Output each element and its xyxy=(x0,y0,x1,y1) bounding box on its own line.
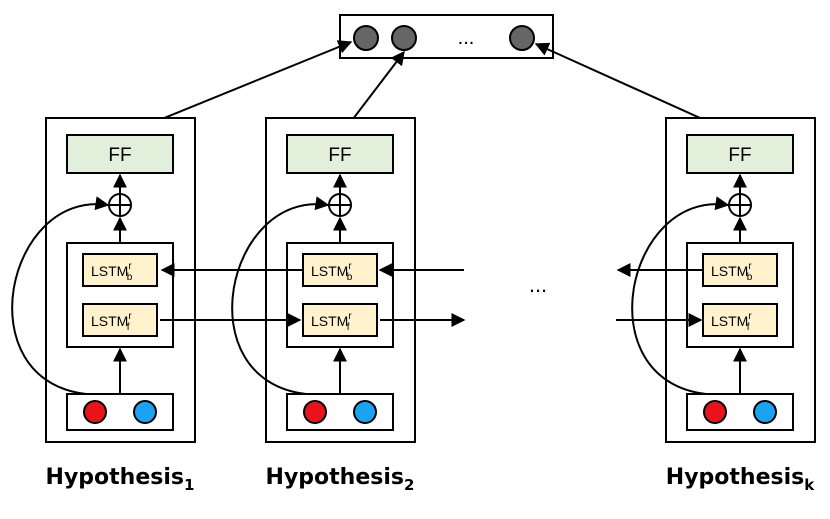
lstm-backward-label-superscript: r xyxy=(748,261,752,272)
input-node-blue xyxy=(353,400,377,424)
ff-label: FF xyxy=(728,145,751,166)
hypothesis-caption-subscript: k xyxy=(804,476,815,494)
ff-box xyxy=(686,134,794,174)
input-box xyxy=(66,393,174,431)
lstm-forward-label-subscript: f xyxy=(747,322,750,333)
lstm-backward-box xyxy=(702,253,778,287)
hypothesis-caption-main: Hypothesis xyxy=(266,465,404,490)
lstm-backward-label-subscript: b xyxy=(127,272,133,283)
lstm-backward-label-base: LSTM xyxy=(91,263,128,279)
output-ellipsis: ... xyxy=(458,27,475,49)
lstm-backward-label-base: LSTM xyxy=(711,263,748,279)
input-box xyxy=(286,393,394,431)
input-node-blue xyxy=(133,400,157,424)
lstm-forward-label-subscript: f xyxy=(347,322,350,333)
hypothesis-caption: Hypothesisk xyxy=(666,465,815,494)
hypothesis-caption-main: Hypothesis xyxy=(666,465,804,490)
ff-box xyxy=(286,134,394,174)
ff-label: FF xyxy=(328,145,351,166)
lstm-backward-box xyxy=(82,253,158,287)
lstm-forward-label-superscript: r xyxy=(128,311,132,322)
input-node-red xyxy=(303,400,327,424)
hypothesis-caption-subscript: 2 xyxy=(404,476,414,494)
input-node-red xyxy=(703,400,727,424)
input-box xyxy=(686,393,794,431)
input-node-blue xyxy=(753,400,777,424)
output-node-2 xyxy=(391,25,417,51)
lstm-forward-box xyxy=(302,303,378,337)
lstm-forward-label-base: LSTM xyxy=(711,313,748,329)
lstm-backward-label-subscript: b xyxy=(747,272,753,283)
output-layer: ... xyxy=(339,14,554,59)
hypothesis-caption-subscript: 1 xyxy=(184,476,194,494)
lstm-forward-label-subscript: f xyxy=(127,322,130,333)
input-node-red xyxy=(83,400,107,424)
lstm-backward-label-superscript: r xyxy=(348,261,352,272)
output-node-1 xyxy=(353,25,379,51)
hypothesis-caption: Hypothesis1 xyxy=(46,465,195,494)
lstm-forward-label-base: LSTM xyxy=(91,313,128,329)
lstm-backward-box xyxy=(302,253,378,287)
lstm-horizontal-connections xyxy=(160,263,703,327)
lstm-forward-label-base: LSTM xyxy=(311,313,348,329)
residual-skip-arrow xyxy=(11,196,110,395)
lstm-backward-label-superscript: r xyxy=(128,261,132,272)
output-node-k xyxy=(509,25,535,51)
lstm-backward-label-base: LSTM xyxy=(311,263,348,279)
hypothesis-caption: Hypothesis2 xyxy=(266,465,415,494)
lstm-forward-box xyxy=(82,303,158,337)
hypothesis-caption-main: Hypothesis xyxy=(46,465,184,490)
ff-box xyxy=(66,134,174,174)
residual-skip-arrow xyxy=(231,196,330,395)
lstm-forward-box xyxy=(702,303,778,337)
lstm-forward-label-superscript: r xyxy=(348,311,352,322)
between-columns-ellipsis: ... xyxy=(529,272,547,297)
lstm-forward-label-superscript: r xyxy=(748,311,752,322)
ff-label: FF xyxy=(108,145,131,166)
lstm-backward-label-subscript: b xyxy=(347,272,353,283)
residual-skip-arrow xyxy=(631,196,730,395)
